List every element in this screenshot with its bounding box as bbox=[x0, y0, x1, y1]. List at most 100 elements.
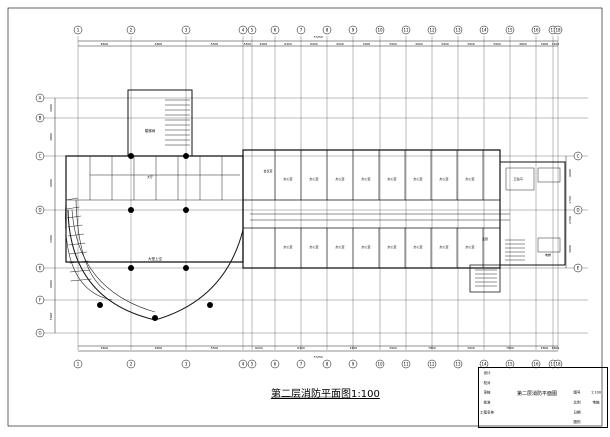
axis-bubble-top bbox=[238, 25, 248, 35]
room-label-office: 办公室 bbox=[309, 176, 318, 181]
axis-bubble-left-label: B bbox=[39, 116, 42, 121]
axis-bubble-bottom bbox=[296, 359, 306, 369]
axis-bubble-bottom bbox=[427, 359, 437, 369]
dim-text-bottom: 6400 bbox=[297, 346, 305, 350]
dim-text-top: 3900 bbox=[493, 42, 501, 46]
axis-bubble-bottom-label: 2 bbox=[130, 362, 133, 367]
dim-text-top: 6000 bbox=[310, 42, 318, 46]
stair-tread bbox=[67, 224, 83, 228]
stair-tread bbox=[67, 233, 85, 237]
axis-bubble-bottom bbox=[322, 359, 332, 369]
axis-bubble-top-label: 6 bbox=[274, 28, 277, 33]
axis-bubble-bottom bbox=[270, 359, 280, 369]
dim-text-left: 3800 bbox=[49, 133, 53, 141]
stair-tread bbox=[66, 215, 82, 219]
axis-bubble-bottom bbox=[238, 359, 248, 369]
dim-text-top: 3900 bbox=[389, 42, 397, 46]
room-label-lobby: 大厅 bbox=[147, 174, 153, 179]
column bbox=[128, 265, 134, 271]
axis-bubble-left bbox=[35, 93, 45, 103]
stair-tread bbox=[69, 260, 89, 264]
room-label-office: 办公室 bbox=[413, 176, 422, 181]
axis-bubble-top-label: 13 bbox=[455, 28, 461, 33]
axis-bubble-bottom-label: 16 bbox=[533, 362, 539, 367]
dim-text-top: 3900 bbox=[541, 42, 549, 46]
axis-bubble-top bbox=[427, 25, 437, 35]
axis-bubble-top bbox=[531, 25, 541, 35]
column bbox=[207, 302, 213, 308]
axis-bubble-top bbox=[479, 25, 489, 35]
room-label-office: 办公室 bbox=[335, 176, 344, 181]
room-label-elevator: 电梯 bbox=[545, 252, 551, 257]
axis-bubble-top-label: 1 bbox=[77, 28, 80, 33]
dim-text-bottom: 3900 bbox=[467, 346, 475, 350]
dim-text-top: 6000 bbox=[260, 42, 268, 46]
column bbox=[183, 207, 189, 213]
drawing-border bbox=[7, 7, 603, 427]
axis-bubble-right-label: E bbox=[577, 266, 580, 271]
dim-text-top: 6400 bbox=[284, 42, 292, 46]
column bbox=[183, 265, 189, 271]
room-label-stair: 楼梯间 bbox=[145, 128, 156, 133]
axis-bubble-bottom bbox=[453, 359, 463, 369]
axis-bubble-bottom-label: 13 bbox=[455, 362, 461, 367]
dim-text-top: 3900 bbox=[415, 42, 423, 46]
stair-tread bbox=[68, 251, 88, 255]
stair-tread bbox=[69, 269, 91, 273]
column bbox=[97, 302, 103, 308]
dim-text-left: 5600 bbox=[49, 313, 53, 321]
axis-bubble-bottom bbox=[126, 359, 136, 369]
axis-bubble-bottom bbox=[375, 359, 385, 369]
room-label-office: 办公室 bbox=[309, 244, 318, 249]
axis-bubble-bottom bbox=[553, 359, 563, 369]
dim-text-top: 3900 bbox=[441, 42, 449, 46]
axis-bubble-left bbox=[35, 113, 45, 123]
wall-service-block bbox=[499, 161, 566, 266]
title-block-project: 第二层消防平面图 bbox=[517, 391, 558, 397]
room-label-office: 办公室 bbox=[413, 244, 422, 249]
dim-text-bottom: 9600 bbox=[155, 346, 163, 350]
axis-bubble-top-label: 16 bbox=[533, 28, 539, 33]
room-label-office: 办公室 bbox=[439, 244, 448, 249]
room-label-office: 办公室 bbox=[361, 244, 370, 249]
axis-bubble-bottom bbox=[247, 359, 257, 369]
stair-tread bbox=[66, 206, 80, 210]
dim-text-top: 3900 bbox=[467, 42, 475, 46]
column bbox=[128, 207, 134, 213]
room-label-office: 办公室 bbox=[283, 244, 292, 249]
axis-bubble-bottom bbox=[73, 359, 83, 369]
dim-text-right: 2700 bbox=[568, 216, 572, 224]
title-block-field-value: 电施 bbox=[593, 400, 601, 405]
axis-bubble-bottom-label: 1 bbox=[77, 362, 80, 367]
room-label-office: 办公室 bbox=[335, 244, 344, 249]
room-label-office: 办公室 bbox=[361, 176, 370, 181]
dim-text-top: 4800 bbox=[519, 42, 527, 46]
title-block-row-label: 审核 bbox=[484, 390, 492, 395]
dim-text-top: 5500 bbox=[244, 42, 252, 46]
toilet-fixture bbox=[537, 167, 561, 183]
room-label-toilet: 卫生间 bbox=[513, 176, 522, 181]
axis-bubble-top-label: 17 bbox=[550, 28, 556, 33]
room-label-hall: 大堂上空 bbox=[148, 256, 162, 261]
axis-bubble-left-label: E bbox=[39, 266, 42, 271]
title-block-field-label: 比例 bbox=[574, 400, 582, 405]
room-label-office: 办公室 bbox=[283, 176, 292, 181]
wall-stair-tower bbox=[127, 89, 193, 157]
axis-bubble-top bbox=[181, 25, 191, 35]
title-block-row-label: 设计 bbox=[484, 370, 492, 375]
axis-bubble-right bbox=[573, 151, 583, 161]
room-label-office: 办公室 bbox=[465, 244, 474, 249]
axis-bubble-bottom-label: 17 bbox=[550, 362, 556, 367]
axis-bubble-top-label: 14 bbox=[481, 28, 487, 33]
dim-text-left: 6000 bbox=[49, 179, 53, 187]
axis-bubble-bottom-label: 11 bbox=[403, 362, 409, 367]
axis-bubble-top-label: 18 bbox=[555, 28, 561, 33]
axis-bubble-top bbox=[453, 25, 463, 35]
axis-bubble-left-label: C bbox=[39, 154, 42, 159]
dim-text-right: 6000 bbox=[568, 169, 572, 177]
dim-text-bottom: 9600 bbox=[101, 346, 109, 350]
axis-bubble-right bbox=[573, 205, 583, 215]
dim-text-right: 3900 bbox=[568, 245, 572, 253]
dim-text-bottom: 4500 bbox=[350, 346, 358, 350]
